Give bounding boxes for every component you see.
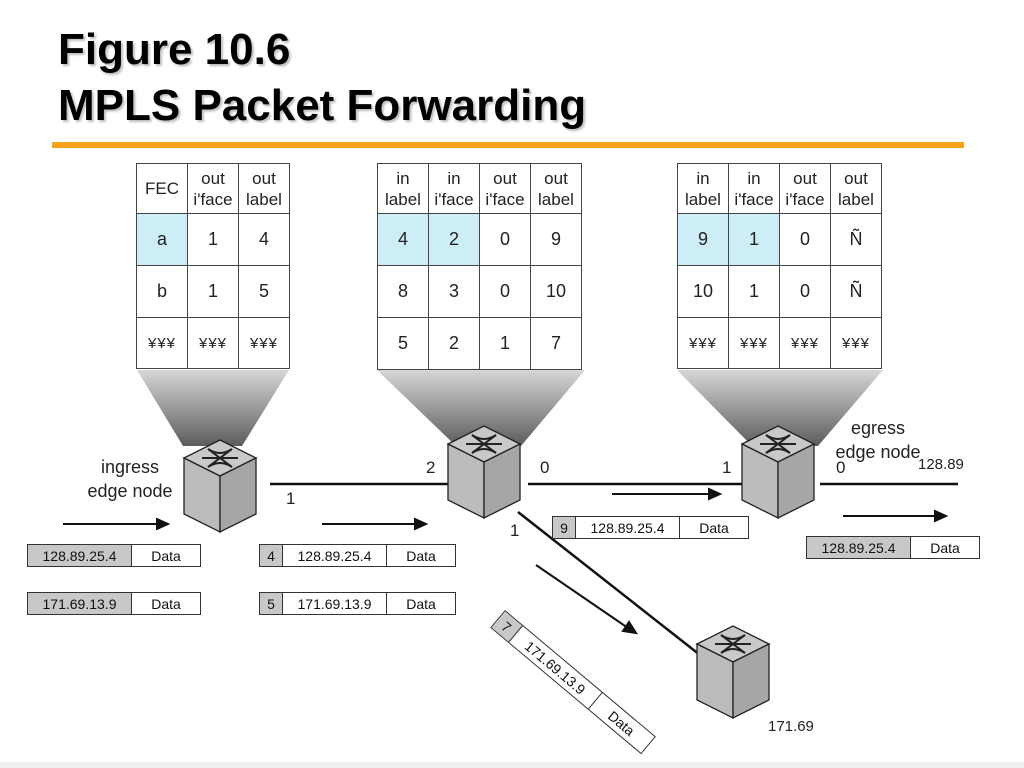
packet-address: 171.69.13.9 xyxy=(28,593,132,614)
packet: 128.89.25.4 Data xyxy=(806,536,980,559)
packet-address: 128.89.25.4 xyxy=(283,545,387,566)
table-cell: 3 xyxy=(428,265,480,318)
table-cell: 10 xyxy=(677,265,729,318)
lower-router xyxy=(696,625,770,719)
table-header: out i'face xyxy=(779,163,831,214)
table-header: in i'face xyxy=(428,163,480,214)
packet-label: 5 xyxy=(260,593,283,614)
table-cell-ellipsis: ¥¥¥ xyxy=(238,317,290,369)
table-cell-ellipsis: ¥¥¥ xyxy=(728,317,780,369)
egress-node-label: egress edge node xyxy=(835,418,921,462)
table-cell-ellipsis: ¥¥¥ xyxy=(830,317,882,369)
table-header: out label xyxy=(830,163,882,214)
table-cell: 1 xyxy=(479,317,531,370)
packet-data: Data xyxy=(151,595,181,612)
bottom-border xyxy=(0,762,1024,768)
table-cell: 2 xyxy=(428,213,480,266)
port-label: 2 xyxy=(426,458,436,477)
title-underline xyxy=(52,142,964,148)
port-label: 1 xyxy=(510,521,520,540)
ingress-node-label: ingress edge node xyxy=(87,457,173,501)
destination-label: 171.69 xyxy=(768,718,814,735)
ingress-forwarding-table: FEC out i'face out label a 1 4 b 1 5 ¥¥¥… xyxy=(136,163,290,369)
packet-label: 9 xyxy=(553,517,576,538)
egress-table-fan xyxy=(677,370,883,446)
packet-address: 128.89.25.4 xyxy=(576,517,680,538)
table-cell: 1 xyxy=(728,265,780,318)
table-cell: 4 xyxy=(238,213,290,266)
port-label: 1 xyxy=(286,489,296,508)
title-line-1: Figure 10.6 xyxy=(58,25,291,74)
table-header: in label xyxy=(377,163,429,214)
table-cell: 4 xyxy=(377,213,429,266)
table-cell: 0 xyxy=(779,265,831,318)
table-cell: 1 xyxy=(728,213,780,266)
packet-data: Data xyxy=(406,547,436,564)
table-header: in label xyxy=(677,163,729,214)
packet-data: Data xyxy=(151,547,181,564)
table-cell: 0 xyxy=(479,265,531,318)
table-cell: 7 xyxy=(530,317,582,370)
table-header: out i'face xyxy=(187,163,239,214)
table-cell-ellipsis: ¥¥¥ xyxy=(187,317,239,369)
table-cell: 9 xyxy=(530,213,582,266)
core-table-fan xyxy=(377,370,585,446)
flow-arrows xyxy=(63,487,949,635)
packet: 171.69.13.9 Data xyxy=(27,592,201,615)
table-cell-ellipsis: ¥¥¥ xyxy=(136,317,188,369)
table-cell-ellipsis: ¥¥¥ xyxy=(677,317,729,369)
packet: 4 128.89.25.4 Data xyxy=(259,544,456,567)
table-cell: 10 xyxy=(530,265,582,318)
table-cell: Ñ xyxy=(830,213,882,266)
table-cell: 8 xyxy=(377,265,429,318)
core-router xyxy=(447,425,521,519)
title-line-2: MPLS Packet Forwarding xyxy=(58,81,587,130)
table-cell: 1 xyxy=(187,213,239,266)
table-cell: 2 xyxy=(428,317,480,370)
packet-address: 128.89.25.4 xyxy=(28,545,132,566)
table-cell: 5 xyxy=(377,317,429,370)
packet-data: Data xyxy=(699,519,729,536)
page-title: Figure 10.6 MPLS Packet Forwarding xyxy=(58,22,586,134)
table-cell: 0 xyxy=(779,213,831,266)
packet-address: 128.89.25.4 xyxy=(807,537,911,558)
table-header: out i'face xyxy=(479,163,531,214)
packet: 5 171.69.13.9 Data xyxy=(259,592,456,615)
ingress-table-fan xyxy=(137,370,289,446)
egress-forwarding-table: in label in i'face out i'face out label … xyxy=(677,163,882,369)
table-cell: 1 xyxy=(187,265,239,318)
table-cell-ellipsis: ¥¥¥ xyxy=(779,317,831,369)
table-cell: 5 xyxy=(238,265,290,318)
packet-label: 4 xyxy=(260,545,283,566)
port-label: 0 xyxy=(540,458,550,477)
table-cell: b xyxy=(136,265,188,318)
table-cell: a xyxy=(136,213,188,266)
table-cell: 9 xyxy=(677,213,729,266)
packet-address: 171.69.13.9 xyxy=(283,593,387,614)
core-forwarding-table: in label in i'face out i'face out label … xyxy=(377,163,582,370)
packet-data: Data xyxy=(930,539,960,556)
ingress-router xyxy=(183,439,257,533)
packet: 128.89.25.4 Data xyxy=(27,544,201,567)
port-label: 1 xyxy=(722,458,732,477)
table-header: out label xyxy=(238,163,290,214)
table-header: in i'face xyxy=(728,163,780,214)
packet-data: Data xyxy=(406,595,436,612)
table-header: FEC xyxy=(136,163,188,214)
port-label: 0 xyxy=(836,458,846,477)
table-header: out label xyxy=(530,163,582,214)
table-cell: Ñ xyxy=(830,265,882,318)
egress-router xyxy=(741,425,815,519)
destination-label: 128.89 xyxy=(918,456,964,473)
packet: 9 128.89.25.4 Data xyxy=(552,516,749,539)
table-cell: 0 xyxy=(479,213,531,266)
link-core-lower xyxy=(517,511,701,656)
